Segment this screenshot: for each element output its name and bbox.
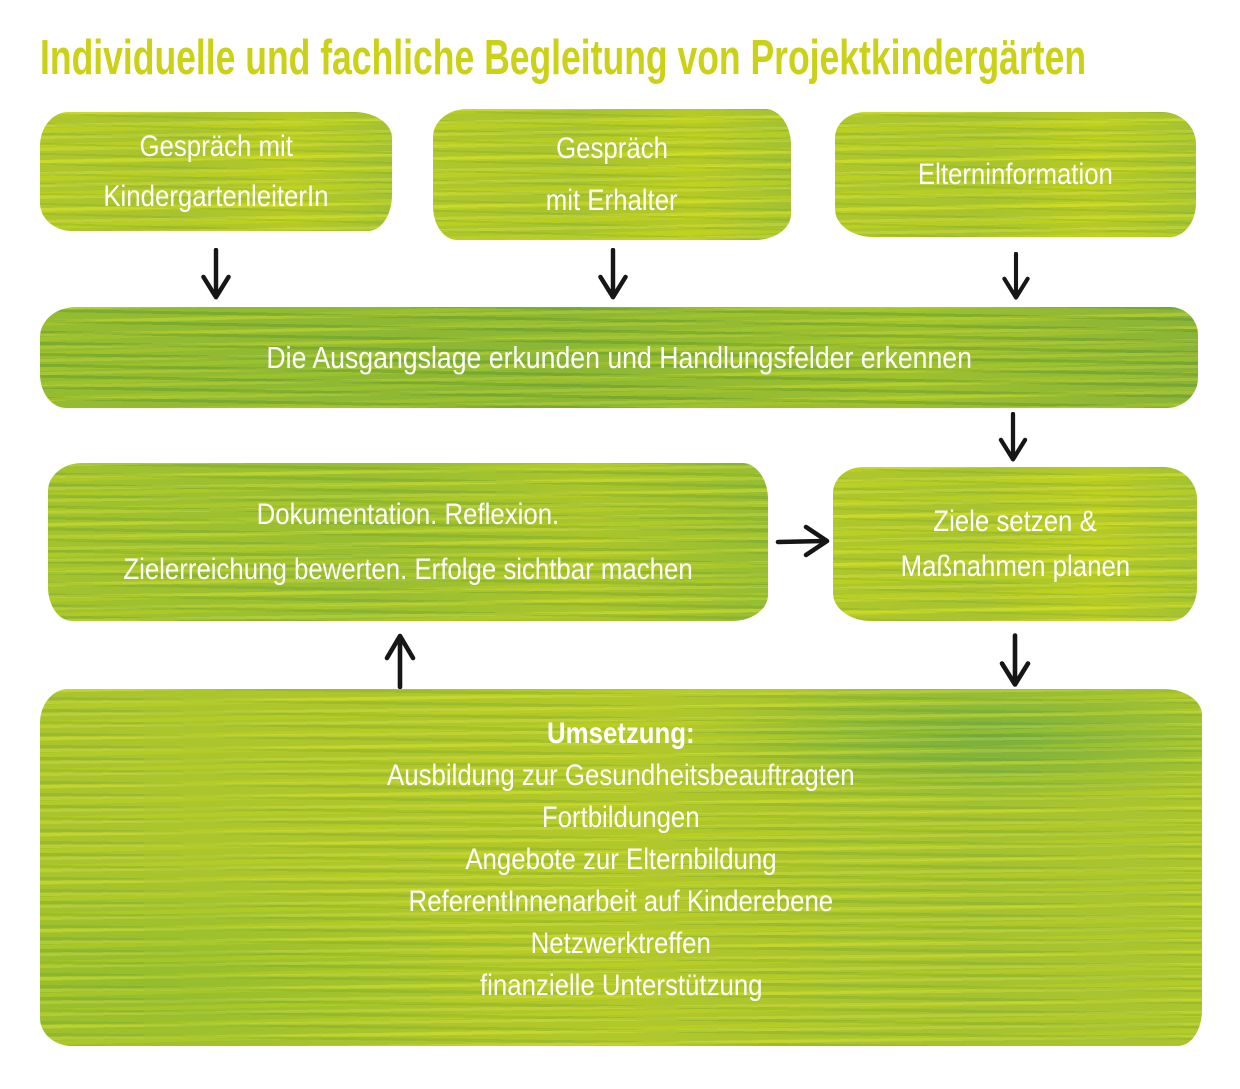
- box-label-line: finanzielle Unterstützung: [479, 969, 763, 1002]
- box-elterninformation: Elterninformation: [835, 112, 1196, 237]
- box-label-line: Die Ausgangslage erkunden und Handlungsf…: [266, 339, 972, 375]
- box-label-line: Gespräch mit: [139, 129, 293, 163]
- box-label-line: Elterninformation: [917, 157, 1114, 191]
- arrow-down-icon: [596, 248, 630, 302]
- box-label-line: ReferentInnenarbeit auf Kinderebene: [408, 885, 834, 918]
- box-label-line: Netzwerktreffen: [530, 927, 712, 960]
- arrow-down-icon: [199, 248, 233, 302]
- box-ziele-setzen: Ziele setzen & Maßnahmen planen: [833, 467, 1197, 621]
- arrow-down-icon: [996, 412, 1030, 464]
- box-label-line: KindergartenleiterIn: [103, 179, 329, 213]
- box-gespraech-erhalter: Gespräch mit Erhalter: [433, 109, 791, 240]
- box-label-line: Maßnahmen planen: [900, 550, 1130, 583]
- arrow-right-icon: [775, 521, 833, 561]
- box-dokumentation-reflexion: Dokumentation. Reflexion. Zielerreichung…: [48, 463, 768, 621]
- box-ausgangslage: Die Ausgangslage erkunden und Handlungsf…: [40, 307, 1198, 408]
- box-gespraech-kindergartenleiterin: Gespräch mit KindergartenleiterIn: [40, 112, 392, 231]
- box-label-line: Fortbildungen: [542, 801, 700, 834]
- box-label-line: Gespräch: [556, 131, 668, 165]
- box-label-line: Ziele setzen &: [933, 505, 1097, 538]
- box-label-line: Angebote zur Elternbildung: [465, 843, 777, 876]
- arrow-down-icon: [999, 252, 1033, 302]
- box-label-line: mit Erhalter: [546, 183, 678, 217]
- box-label-line: Ausbildung zur Gesundheitsbeauftragten: [387, 759, 855, 792]
- arrow-up-icon: [383, 631, 417, 689]
- box-label-line: Zielerreichung bewerten. Erfolge sichtba…: [123, 553, 693, 586]
- page-title: Individuelle und fachliche Begleitung vo…: [40, 31, 1087, 86]
- box-heading: Umsetzung:: [547, 717, 695, 750]
- box-umsetzung: Umsetzung: Ausbildung zur Gesundheitsbea…: [40, 689, 1202, 1046]
- arrow-down-icon: [998, 633, 1032, 690]
- box-label-line: Dokumentation. Reflexion.: [256, 498, 560, 531]
